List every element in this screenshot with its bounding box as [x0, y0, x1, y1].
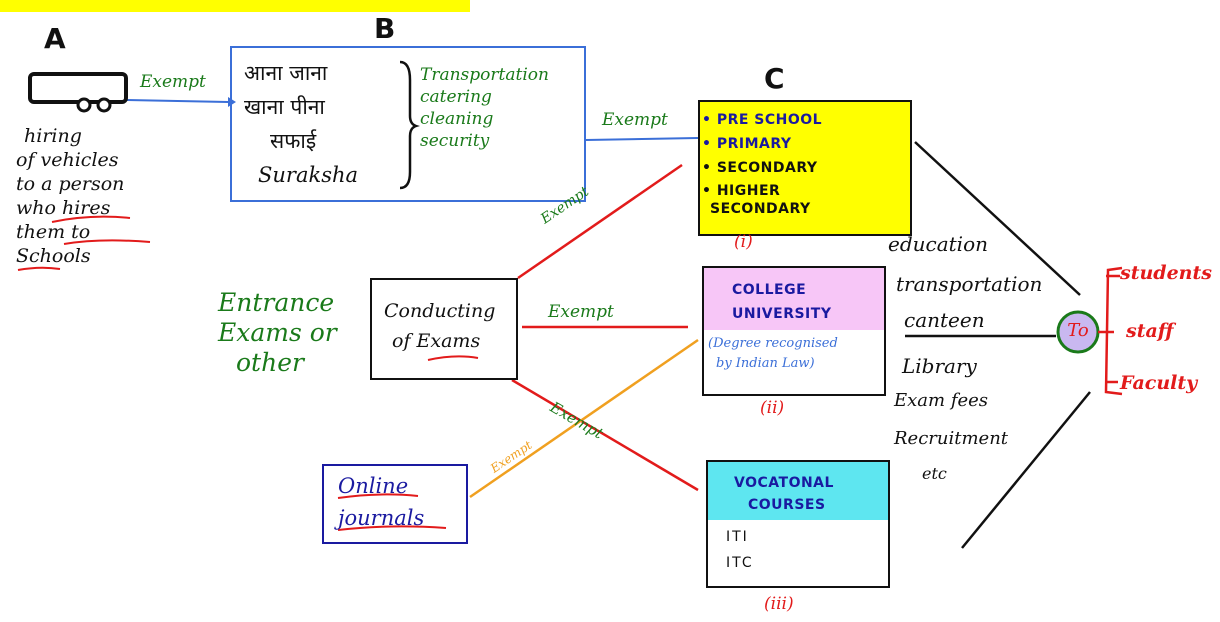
college-note-line: by Indian Law): [716, 356, 815, 371]
numeral-ii: (ii): [760, 398, 785, 418]
label-c: C: [764, 62, 785, 95]
exam-line: of Exams: [392, 330, 481, 352]
caption-line: Schools: [16, 245, 91, 267]
to-label: To: [1067, 320, 1089, 341]
hindi-line: आना जाना: [244, 61, 328, 85]
english-line: cleaning: [420, 109, 494, 129]
vehicle-caption: hiring of vehicles to a person who hires…: [16, 124, 186, 268]
box-b-services: [230, 46, 586, 202]
school-item: SECONDARY: [710, 201, 811, 217]
recipient-item: staff: [1126, 320, 1174, 342]
exempt-a-to-b: Exempt: [140, 72, 206, 92]
underline-person: [51, 215, 131, 223]
entrance-line: Exams or: [218, 318, 337, 347]
line-exam-to-voc: [511, 378, 699, 492]
label-b: B: [374, 12, 396, 45]
caption-line: them to: [16, 221, 91, 243]
school-item: • HIGHER: [702, 183, 781, 199]
exempt-exam-to-college: Exempt: [548, 302, 614, 322]
recipient-item: Faculty: [1120, 372, 1198, 394]
school-item: • PRE SCHOOL: [702, 112, 823, 128]
label-a: A: [44, 22, 66, 55]
english-line: catering: [420, 87, 492, 107]
box-journals-text: Online journals: [338, 470, 424, 534]
underline-hires: [63, 239, 151, 245]
numeral-iii: (iii): [764, 594, 794, 614]
underline-exams: [427, 355, 479, 361]
voc-title-line: COURSES: [748, 497, 826, 513]
box-c-items: • PRE SCHOOL • PRIMARY • SECONDARY • HIG…: [702, 108, 822, 218]
college-note-line: (Degree recognised: [708, 336, 838, 351]
journal-line: Online: [338, 474, 409, 498]
line-journal-to-college: [469, 338, 699, 499]
box-college-title: COLLEGE UNIVERSITY: [732, 278, 831, 326]
voc-title-line: VOCATONAL: [734, 475, 834, 491]
school-item: • PRIMARY: [702, 136, 792, 152]
journal-line: journals: [338, 506, 425, 530]
recipient-item: students: [1120, 262, 1212, 284]
line-a-to-b: [125, 99, 229, 103]
box-b-hindi: आना जाना खाना पीना सफाई Suraksha: [244, 56, 404, 192]
service-item: Recruitment: [894, 428, 1009, 449]
exam-line: Conducting: [384, 300, 496, 322]
line-exam-to-c: [517, 163, 683, 280]
numeral-i: (i): [734, 232, 753, 252]
underline-online: [337, 493, 419, 499]
line-c-to-to: [914, 141, 1081, 296]
box-vocational-items: ITI ITC: [726, 524, 754, 576]
recipients-bracket: [1104, 266, 1123, 396]
line-b-to-c: [585, 137, 699, 141]
hindi-line: खाना पीना: [244, 95, 325, 119]
service-item: canteen: [904, 308, 985, 332]
box-b-english: Transportation catering cleaning securit…: [420, 64, 549, 152]
service-item: education: [888, 232, 988, 256]
service-item: Exam fees: [894, 390, 989, 411]
highlight-strip: [0, 0, 470, 12]
english-line: Transportation: [420, 65, 549, 85]
exempt-b-to-c: Exempt: [602, 110, 668, 130]
college-title-line: COLLEGE: [732, 282, 807, 298]
line-voc-to-to: [961, 391, 1091, 549]
underline-journals: [337, 525, 447, 531]
entrance-line: other: [236, 348, 304, 377]
vehicle-icon: [26, 70, 130, 114]
box-b-brace: [396, 60, 420, 194]
box-college-note: (Degree recognised by Indian Law): [708, 334, 838, 374]
voc-item: ITI: [726, 529, 749, 545]
service-item: Library: [902, 354, 977, 378]
voc-item: ITC: [726, 555, 754, 571]
box-exam: [370, 278, 518, 380]
caption-line: to a person: [16, 173, 125, 195]
hindi-line: Suraksha: [258, 163, 359, 187]
hindi-line: सफाई: [270, 129, 317, 153]
service-item: etc: [922, 464, 947, 483]
college-title-line: UNIVERSITY: [732, 306, 832, 322]
underline-them: [17, 266, 61, 271]
box-journals: [322, 464, 468, 544]
box-vocational-title: VOCATONAL COURSES: [734, 472, 834, 516]
entrance-exams-text: Entrance Exams or other: [218, 288, 337, 378]
entrance-line: Entrance: [218, 288, 335, 317]
box-c-schools: [698, 100, 912, 236]
box-college-header: [704, 268, 884, 330]
caption-line: of vehicles: [16, 149, 119, 171]
caption-line: who hires: [16, 197, 111, 219]
box-vocational-header: [708, 462, 888, 520]
school-item: • SECONDARY: [702, 160, 818, 176]
service-item: transportation: [896, 272, 1043, 296]
box-exam-text: Conducting of Exams: [384, 296, 495, 356]
caption-line: hiring: [24, 125, 82, 147]
english-line: security: [420, 131, 490, 151]
